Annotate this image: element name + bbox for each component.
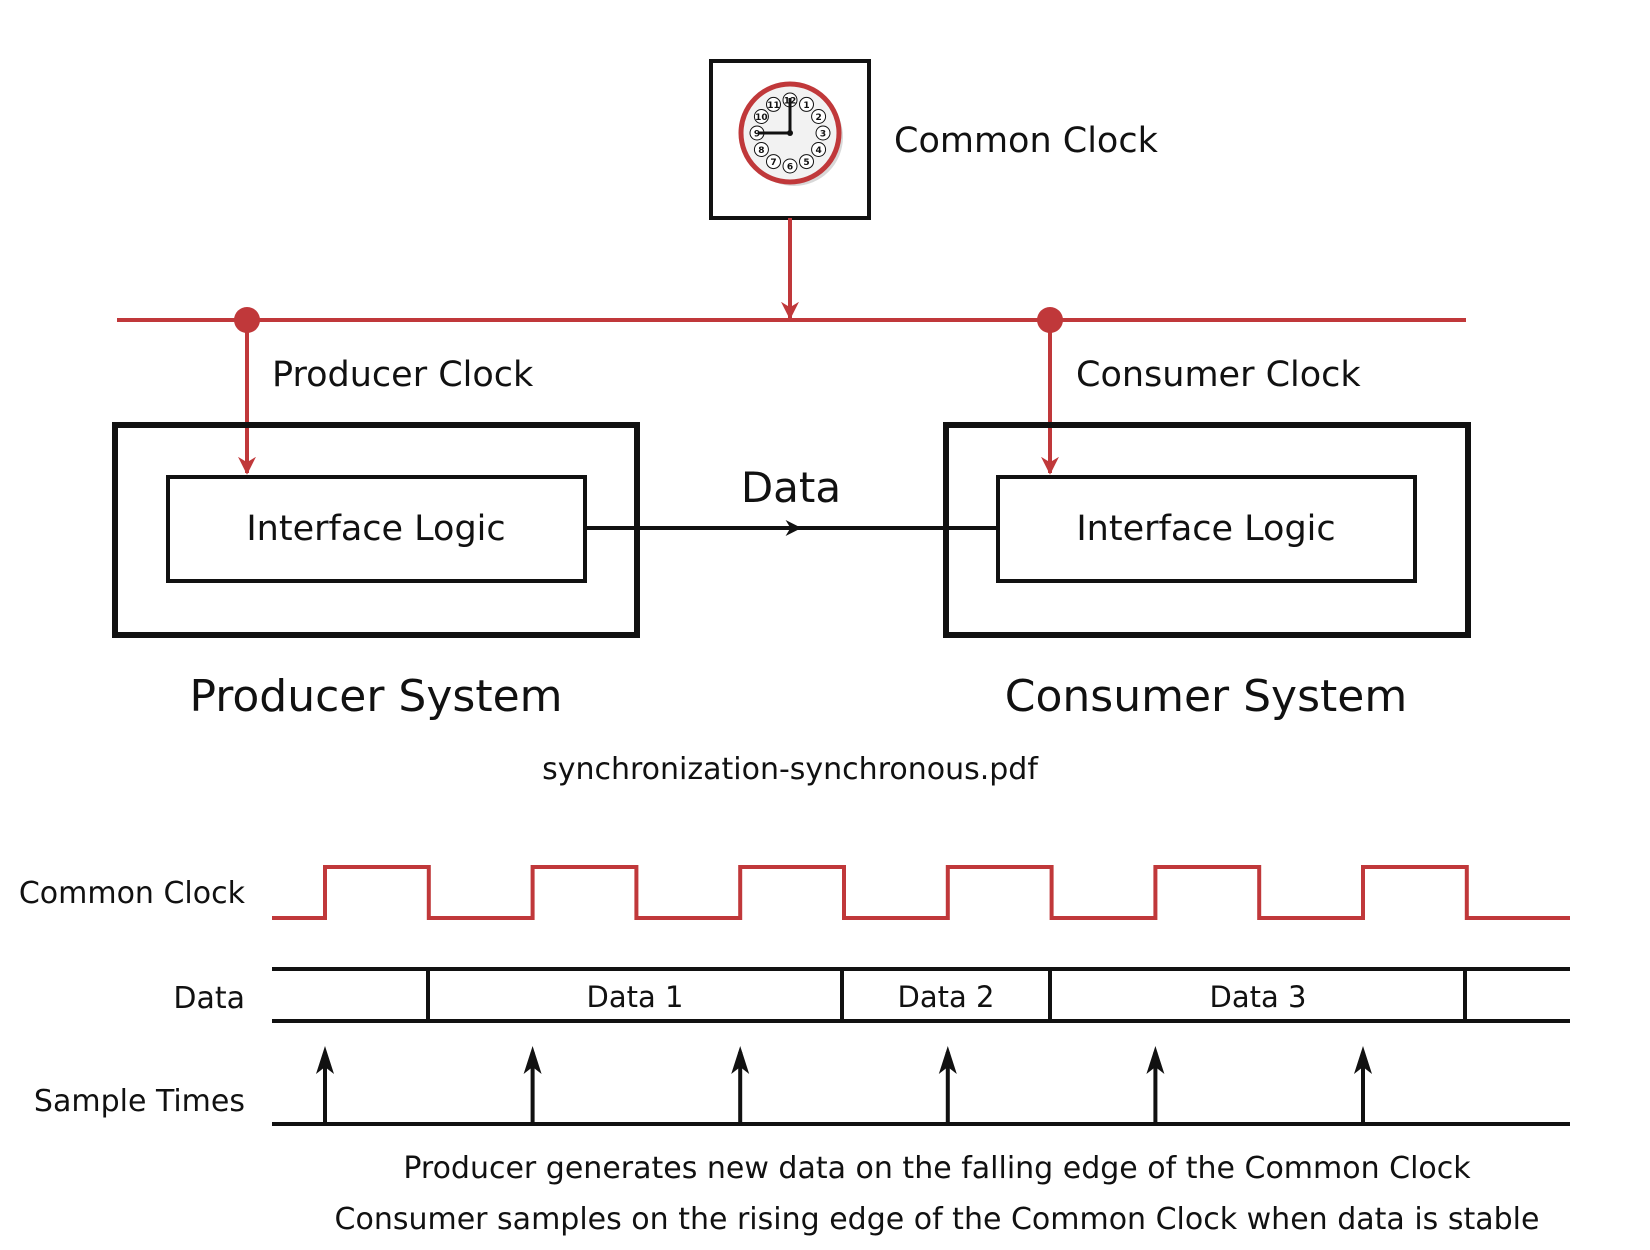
clock-numbers: 121234567891011: [749, 92, 831, 174]
clock-number-marker: [799, 96, 814, 112]
sample-time-arrowhead: [1146, 1046, 1165, 1074]
data-path-label: Data: [741, 463, 841, 512]
clock-number-marker: [799, 154, 814, 170]
timing-row-label-clock: Common Clock: [19, 876, 246, 911]
clock-number-marker: [766, 154, 781, 170]
sample-time-arrowhead: [316, 1046, 334, 1074]
sample-time-arrowhead: [1354, 1046, 1372, 1074]
sample-arrows: [316, 1046, 1372, 1124]
timing-note: Consumer samples on the rising edge of t…: [335, 1202, 1540, 1237]
wall-clock-icon: 121234567891011: [738, 81, 843, 186]
data-segment-label: Data 1: [587, 980, 684, 1014]
data-segment-label: Data 3: [1210, 980, 1307, 1014]
consumer-interface-logic-label: Interface Logic: [1076, 509, 1335, 549]
clock-number-marker: [766, 96, 781, 112]
common-clock-block: 121234567891011: [709, 59, 871, 220]
consumer-clock-label: Consumer Clock: [1076, 355, 1361, 395]
producer-clock-label: Producer Clock: [272, 355, 534, 395]
consumer-interface-logic-box: [996, 475, 1417, 583]
clock-number: 11: [767, 101, 780, 111]
sample-time-arrowhead: [731, 1046, 750, 1074]
common-clock-waveform: [272, 865, 1570, 920]
file-caption: synchronization-synchronous.pdf: [542, 752, 1039, 787]
clock-number: 8: [758, 146, 764, 156]
clock-number-marker: [753, 109, 769, 124]
timing-row-label-samples: Sample Times: [34, 1084, 245, 1119]
clock-number-marker: [782, 158, 798, 174]
clock-number: 7: [770, 158, 776, 168]
clock-number-marker: [753, 142, 769, 157]
clock-number: 9: [754, 130, 760, 140]
consumer-system-label: Consumer System: [1005, 671, 1407, 722]
clock-number-marker: [811, 109, 827, 124]
clock-number-marker: [815, 125, 831, 141]
common-clock-label: Common Clock: [894, 121, 1159, 161]
clock-number: 2: [815, 113, 821, 123]
clock-number: 5: [803, 158, 809, 168]
data-transitions: [426, 969, 1467, 1021]
clock-number: 6: [787, 163, 793, 173]
clock-number-marker: [811, 142, 827, 157]
timing-note: Producer generates new data on the falli…: [403, 1151, 1471, 1186]
producer-system-label: Producer System: [189, 671, 562, 722]
clock-number: 3: [820, 130, 826, 140]
sample-time-arrowhead: [938, 1046, 957, 1074]
clock-number: 1: [803, 101, 809, 111]
sample-time-arrowhead: [523, 1046, 542, 1074]
clock-number: 10: [755, 113, 768, 123]
data-segment-label: Data 2: [898, 980, 995, 1014]
producer-interface-logic-label: Interface Logic: [246, 509, 505, 549]
clock-number: 4: [815, 146, 821, 156]
timing-row-label-data: Data: [173, 981, 245, 1016]
